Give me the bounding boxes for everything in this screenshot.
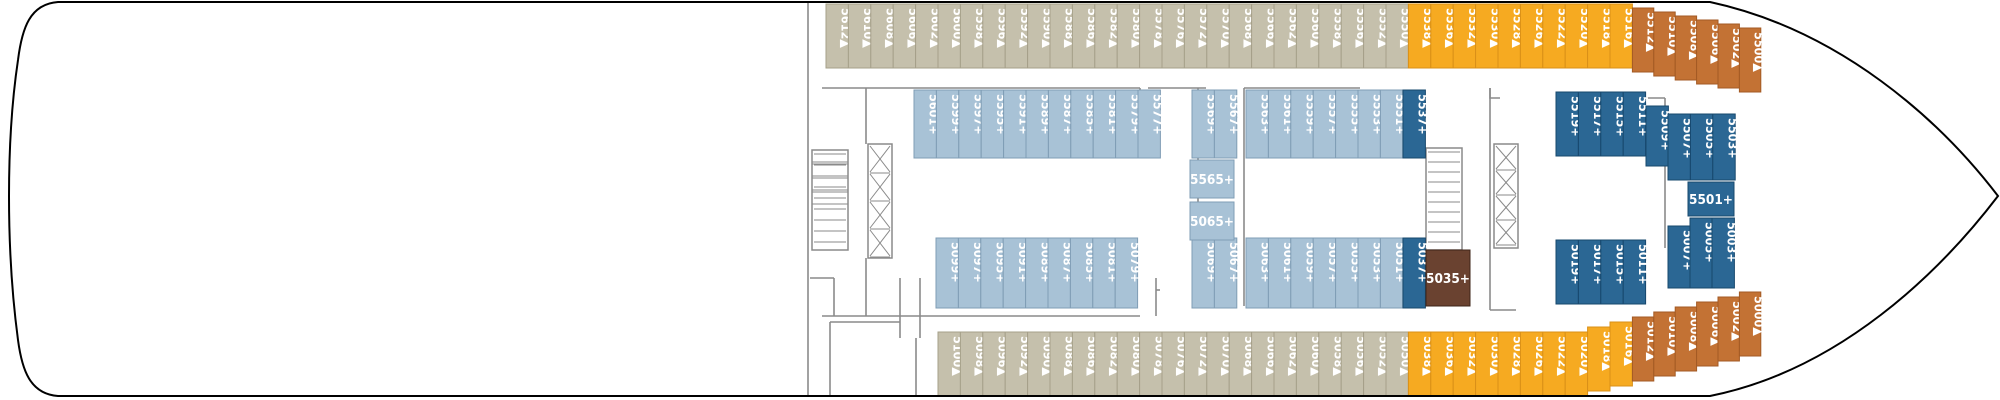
cabin-number: 5011+ (1636, 244, 1651, 285)
cabin-number: 5565+ (1190, 172, 1234, 188)
hull-outline (8, 1, 2000, 397)
cabin-5067[interactable]: 5067+ (1213, 237, 1242, 309)
cabin-number: 5537+ (1416, 94, 1431, 135)
cabin-5567[interactable]: 5567+ (1213, 89, 1242, 159)
elevator-aft (867, 143, 893, 259)
cabin-5037[interactable]: 5037+ (1402, 237, 1431, 309)
cabin-5565[interactable]: 5565+ (1189, 159, 1235, 199)
stairs-aft (811, 149, 849, 251)
cabin-number: 5003+ (1725, 222, 1740, 263)
cabin-5003[interactable]: 5003+ (1711, 217, 1740, 289)
cabin-number: 5501+ (1689, 192, 1733, 208)
cabin-number: 5065+ (1190, 214, 1234, 230)
cabin-5035[interactable]: 5035+ (1425, 249, 1471, 307)
cabin-number: 5000▲ (1752, 296, 1767, 336)
elevator-forward (1493, 143, 1519, 249)
cabin-5526[interactable]: 5526▲ (1519, 3, 1548, 69)
cabin-5577[interactable]: 5577+ (1137, 89, 1166, 159)
cabin-number: 5035+ (1426, 271, 1470, 287)
cabin-number: 5503+ (1726, 118, 1741, 159)
cabin-number: 5067+ (1227, 242, 1242, 283)
cabin-5591[interactable]: 5591+ (1003, 89, 1032, 159)
cabin-5011[interactable]: 5011+ (1622, 239, 1651, 305)
stairs-mid (1425, 147, 1463, 251)
cabin-5501[interactable]: 5501+ (1687, 181, 1735, 217)
hull-outline-layer (8, 1, 2000, 397)
hull-layer (9, 2, 1998, 396)
cabin-number: 5577+ (1151, 94, 1166, 135)
walls-layer (807, 2, 1666, 396)
cabin-5562[interactable]: 5562▲ (1273, 3, 1302, 69)
cabin-5537[interactable]: 5537+ (1402, 89, 1431, 159)
cabin-5503[interactable]: 5503+ (1712, 113, 1741, 181)
cabins-layer: 5612▲5610▲5608▲5606▲5602▲5600▲5598▲5596▲… (825, 3, 1767, 397)
cabin-5000[interactable]: 5000▲ (1738, 291, 1767, 357)
cabin-5065[interactable]: 5065+ (1189, 201, 1235, 241)
cabin-number: 5567+ (1227, 94, 1242, 135)
cabin-5079[interactable]: 5079+ (1114, 237, 1143, 309)
cabin-5558[interactable]: 5558▲ (1318, 3, 1347, 69)
cabin-number: 5500▲ (1752, 32, 1767, 72)
cabin-number: 5079+ (1128, 242, 1143, 283)
cabin-5500[interactable]: 5500▲ (1738, 27, 1767, 93)
